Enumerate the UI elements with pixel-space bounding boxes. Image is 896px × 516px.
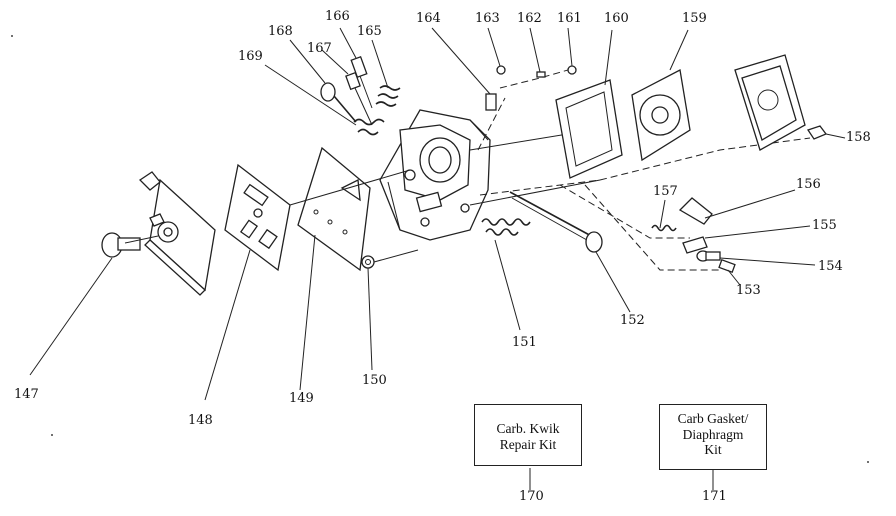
label-166: 166 xyxy=(325,9,350,24)
part-165-spring xyxy=(371,39,401,107)
carburetor-body xyxy=(379,109,491,241)
label-157: 157 xyxy=(653,184,678,199)
label-165: 165 xyxy=(357,24,382,39)
part-168-screw xyxy=(289,39,357,123)
label-164: 164 xyxy=(416,11,441,26)
part-158-screw xyxy=(806,125,846,140)
label-163: 163 xyxy=(475,11,500,26)
part-149-diaphragm xyxy=(297,146,371,391)
part-167-needle xyxy=(321,49,373,126)
label-152: 152 xyxy=(620,313,645,328)
part-148-pump-cover xyxy=(124,171,216,296)
label-161: 161 xyxy=(557,11,582,26)
gasket-kit-line1: Carb Gasket/ xyxy=(677,411,749,426)
label-155: 155 xyxy=(812,218,837,233)
gasket-kit-line2: Diaphragm xyxy=(682,426,744,442)
part-152-throttle-shaft xyxy=(509,191,631,313)
label-150: 150 xyxy=(362,373,387,388)
label-162: 162 xyxy=(517,11,542,26)
part-162-pin xyxy=(529,27,546,78)
label-160: 160 xyxy=(604,11,629,26)
label-154: 154 xyxy=(818,259,843,274)
label-151: 151 xyxy=(512,335,537,350)
part-169-spring xyxy=(264,64,385,136)
part-159-diaphragm xyxy=(631,29,691,162)
part-163-ball xyxy=(487,27,506,75)
part-164-needle xyxy=(431,27,497,111)
label-158: 158 xyxy=(846,130,871,145)
part-153-screw xyxy=(718,259,741,286)
part-161-ball xyxy=(567,27,577,75)
part-148-gasket xyxy=(204,163,291,401)
label-147: 147 xyxy=(14,387,39,402)
label-149: 149 xyxy=(289,391,314,406)
metering-cover xyxy=(734,54,806,151)
part-154-screw xyxy=(696,250,816,266)
part-166-needle xyxy=(339,27,373,109)
part-157-spring xyxy=(651,199,677,232)
label-171: 171 xyxy=(702,489,727,504)
repair-kit-box: Carb. Kwik Repair Kit xyxy=(474,404,582,466)
part-155-lever xyxy=(682,225,811,254)
part-150-screen xyxy=(361,249,419,371)
part-147-screw xyxy=(29,232,141,376)
part-156-lever xyxy=(678,189,796,225)
repair-kit-line2: Repair Kit xyxy=(499,436,557,452)
label-153: 153 xyxy=(736,283,761,298)
part-160-gasket xyxy=(555,29,623,179)
label-159: 159 xyxy=(682,11,707,26)
part-151-spring xyxy=(481,218,531,331)
label-170: 170 xyxy=(519,489,544,504)
label-169: 169 xyxy=(238,49,263,64)
gasket-kit-line3: Kit xyxy=(704,442,722,458)
repair-kit-line1: Carb. Kwik xyxy=(496,421,560,436)
gasket-kit-box: Carb Gasket/ Diaphragm Kit xyxy=(659,404,767,470)
label-148: 148 xyxy=(188,413,213,428)
label-167: 167 xyxy=(307,41,332,56)
label-156: 156 xyxy=(796,177,821,192)
label-168: 168 xyxy=(268,24,293,39)
